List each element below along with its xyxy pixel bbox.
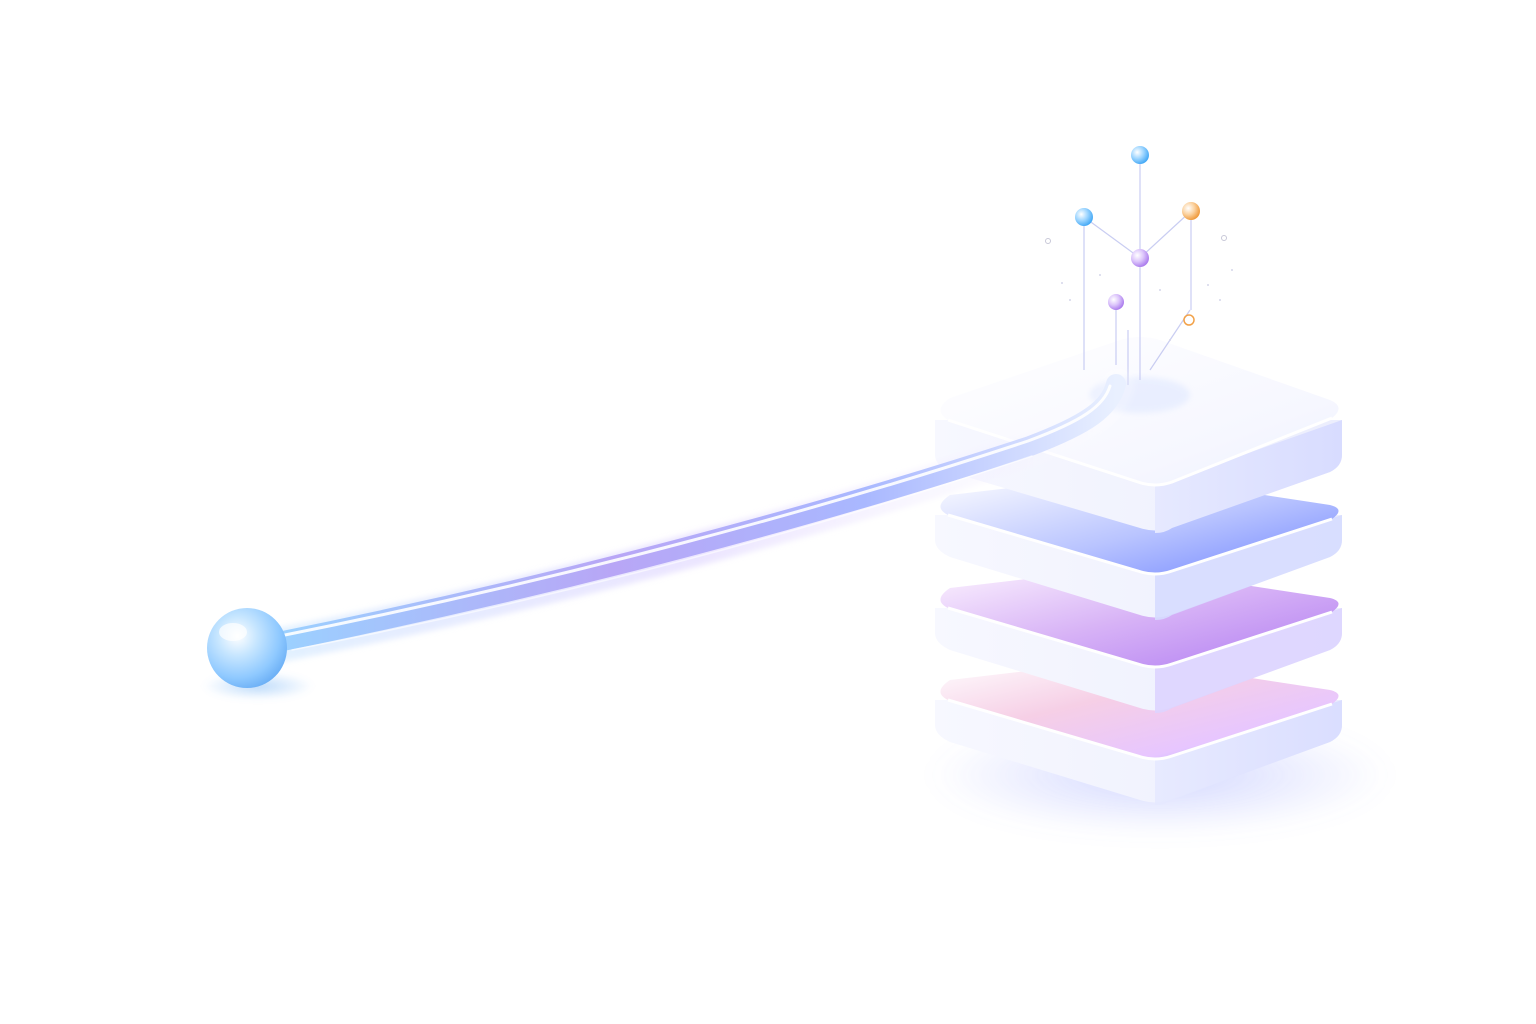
network-node-violet-lower [1108,294,1124,310]
network-node-violet-center [1131,249,1149,267]
stack-layer-4 [935,659,1342,805]
network-node-blue-left [1075,208,1093,226]
network-node-orange-small [1183,314,1195,326]
network-particle [1045,238,1051,244]
network-node-orange-right [1182,202,1200,220]
node-network-icon [1045,146,1233,385]
stacked-layers-icon [935,337,1342,805]
stack-layer-3 [935,567,1342,713]
sphere-highlight [219,623,247,641]
sphere-icon [207,608,287,688]
data-stream-icon [263,368,1135,662]
network-particle [1221,235,1227,241]
network-node-blue-top [1131,146,1149,164]
